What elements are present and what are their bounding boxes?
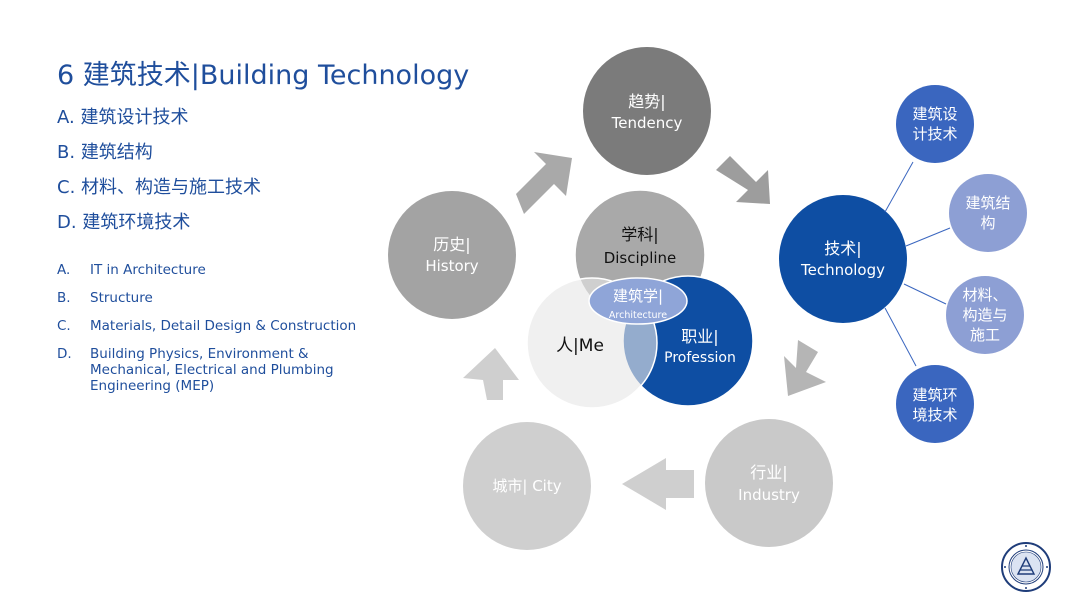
list-item-text: Building Physics, Environment & Mechanic… <box>90 346 334 394</box>
arrow-history-to-tendency <box>516 152 572 214</box>
branch-label: 施工 <box>970 326 1000 344</box>
branch-circle-materials <box>946 276 1024 354</box>
list-item-text: 建筑结构 <box>80 142 153 163</box>
list-item-label: D. <box>57 212 77 233</box>
list-item-label: C. <box>57 177 76 198</box>
architecture-label-cn: 建筑学| <box>613 287 663 305</box>
branch-label: 建筑环 <box>912 386 957 404</box>
branch-label: 构 <box>980 214 995 232</box>
branch-connector <box>884 307 917 367</box>
list-item-label: A. <box>57 107 75 128</box>
technology-label-en: Technology <box>800 261 885 279</box>
english-topic-list: A. IT in Architecture B. Structure C. Mater… <box>57 262 387 406</box>
tendency-label-cn: 趋势| <box>628 92 665 111</box>
discipline-label-en: Discipline <box>604 249 677 267</box>
profession-label-cn: 职业| <box>681 327 718 346</box>
branch-label: 建筑设 <box>912 105 957 123</box>
history-label-en: History <box>425 257 478 275</box>
city-label: 城市| City <box>492 477 561 495</box>
list-item: D. Building Physics, Environment & Mechan… <box>57 346 387 394</box>
list-item-label: B. <box>57 290 71 306</box>
me-label: 人|Me <box>556 336 604 356</box>
branch-label: 计技术 <box>912 125 957 143</box>
industry-circle <box>705 419 833 547</box>
list-item-text: 材料、构造与施工技术 <box>81 177 262 198</box>
page-title: 6 建筑技术|Building Technology <box>57 60 470 91</box>
arrow-technology-to-industry <box>784 340 826 396</box>
chinese-topic-list: A. 建筑设计技术 B. 建筑结构 C. 材料、构造与施工技术 D. 建筑环境技… <box>57 104 261 244</box>
list-item-label: A. <box>57 262 71 278</box>
branch-circle-design-tech <box>896 85 974 163</box>
list-item-text: Structure <box>90 290 153 306</box>
list-item: B. 建筑结构 <box>57 139 261 174</box>
university-seal-logo <box>1001 542 1051 592</box>
technology-circle <box>779 195 907 323</box>
industry-label-en: Industry <box>738 486 800 504</box>
list-item: A. IT in Architecture <box>57 262 387 278</box>
branch-circle-structure <box>949 174 1027 252</box>
architecture-ellipse <box>588 277 688 325</box>
branch-label: 材料、 <box>962 286 1007 304</box>
list-item-label: D. <box>57 346 72 362</box>
industry-label-cn: 行业| <box>750 463 787 482</box>
branch-circle-environment <box>896 365 974 443</box>
history-label-cn: 历史| <box>433 235 470 254</box>
list-item-text: 建筑环境技术 <box>82 212 191 233</box>
list-item-text: 建筑设计技术 <box>80 107 189 128</box>
list-item-text: IT in Architecture <box>90 262 206 278</box>
tendency-circle <box>583 47 711 175</box>
branch-label: 境技术 <box>912 406 957 424</box>
branch-connector <box>903 283 947 305</box>
list-item-text: Materials, Detail Design & Construction <box>90 318 357 334</box>
list-item-label: C. <box>57 318 71 334</box>
branch-label: 建筑结 <box>965 194 1010 212</box>
discipline-label-cn: 学科| <box>621 225 658 244</box>
arrow-industry-to-city <box>622 458 694 510</box>
list-item: C. 材料、构造与施工技术 <box>57 174 261 209</box>
arrow-tendency-to-technology <box>716 156 770 204</box>
list-item: C. Materials, Detail Design & Constructio… <box>57 318 387 334</box>
architecture-label-en: Architecture <box>609 310 667 321</box>
tendency-label-en: Tendency <box>611 114 683 132</box>
profession-label-en: Profession <box>664 350 736 366</box>
list-item: A. 建筑设计技术 <box>57 104 261 139</box>
branch-connector <box>884 161 914 213</box>
history-circle <box>388 191 516 319</box>
branch-label: 构造与 <box>962 306 1007 324</box>
technology-label-cn: 技术| <box>824 239 861 258</box>
arrow-city-to-history <box>463 348 519 400</box>
branch-connector <box>905 227 951 247</box>
list-item: D. 建筑环境技术 <box>57 209 261 244</box>
city-circle <box>463 422 591 550</box>
list-item-label: B. <box>57 142 76 163</box>
list-item: B. Structure <box>57 290 387 306</box>
